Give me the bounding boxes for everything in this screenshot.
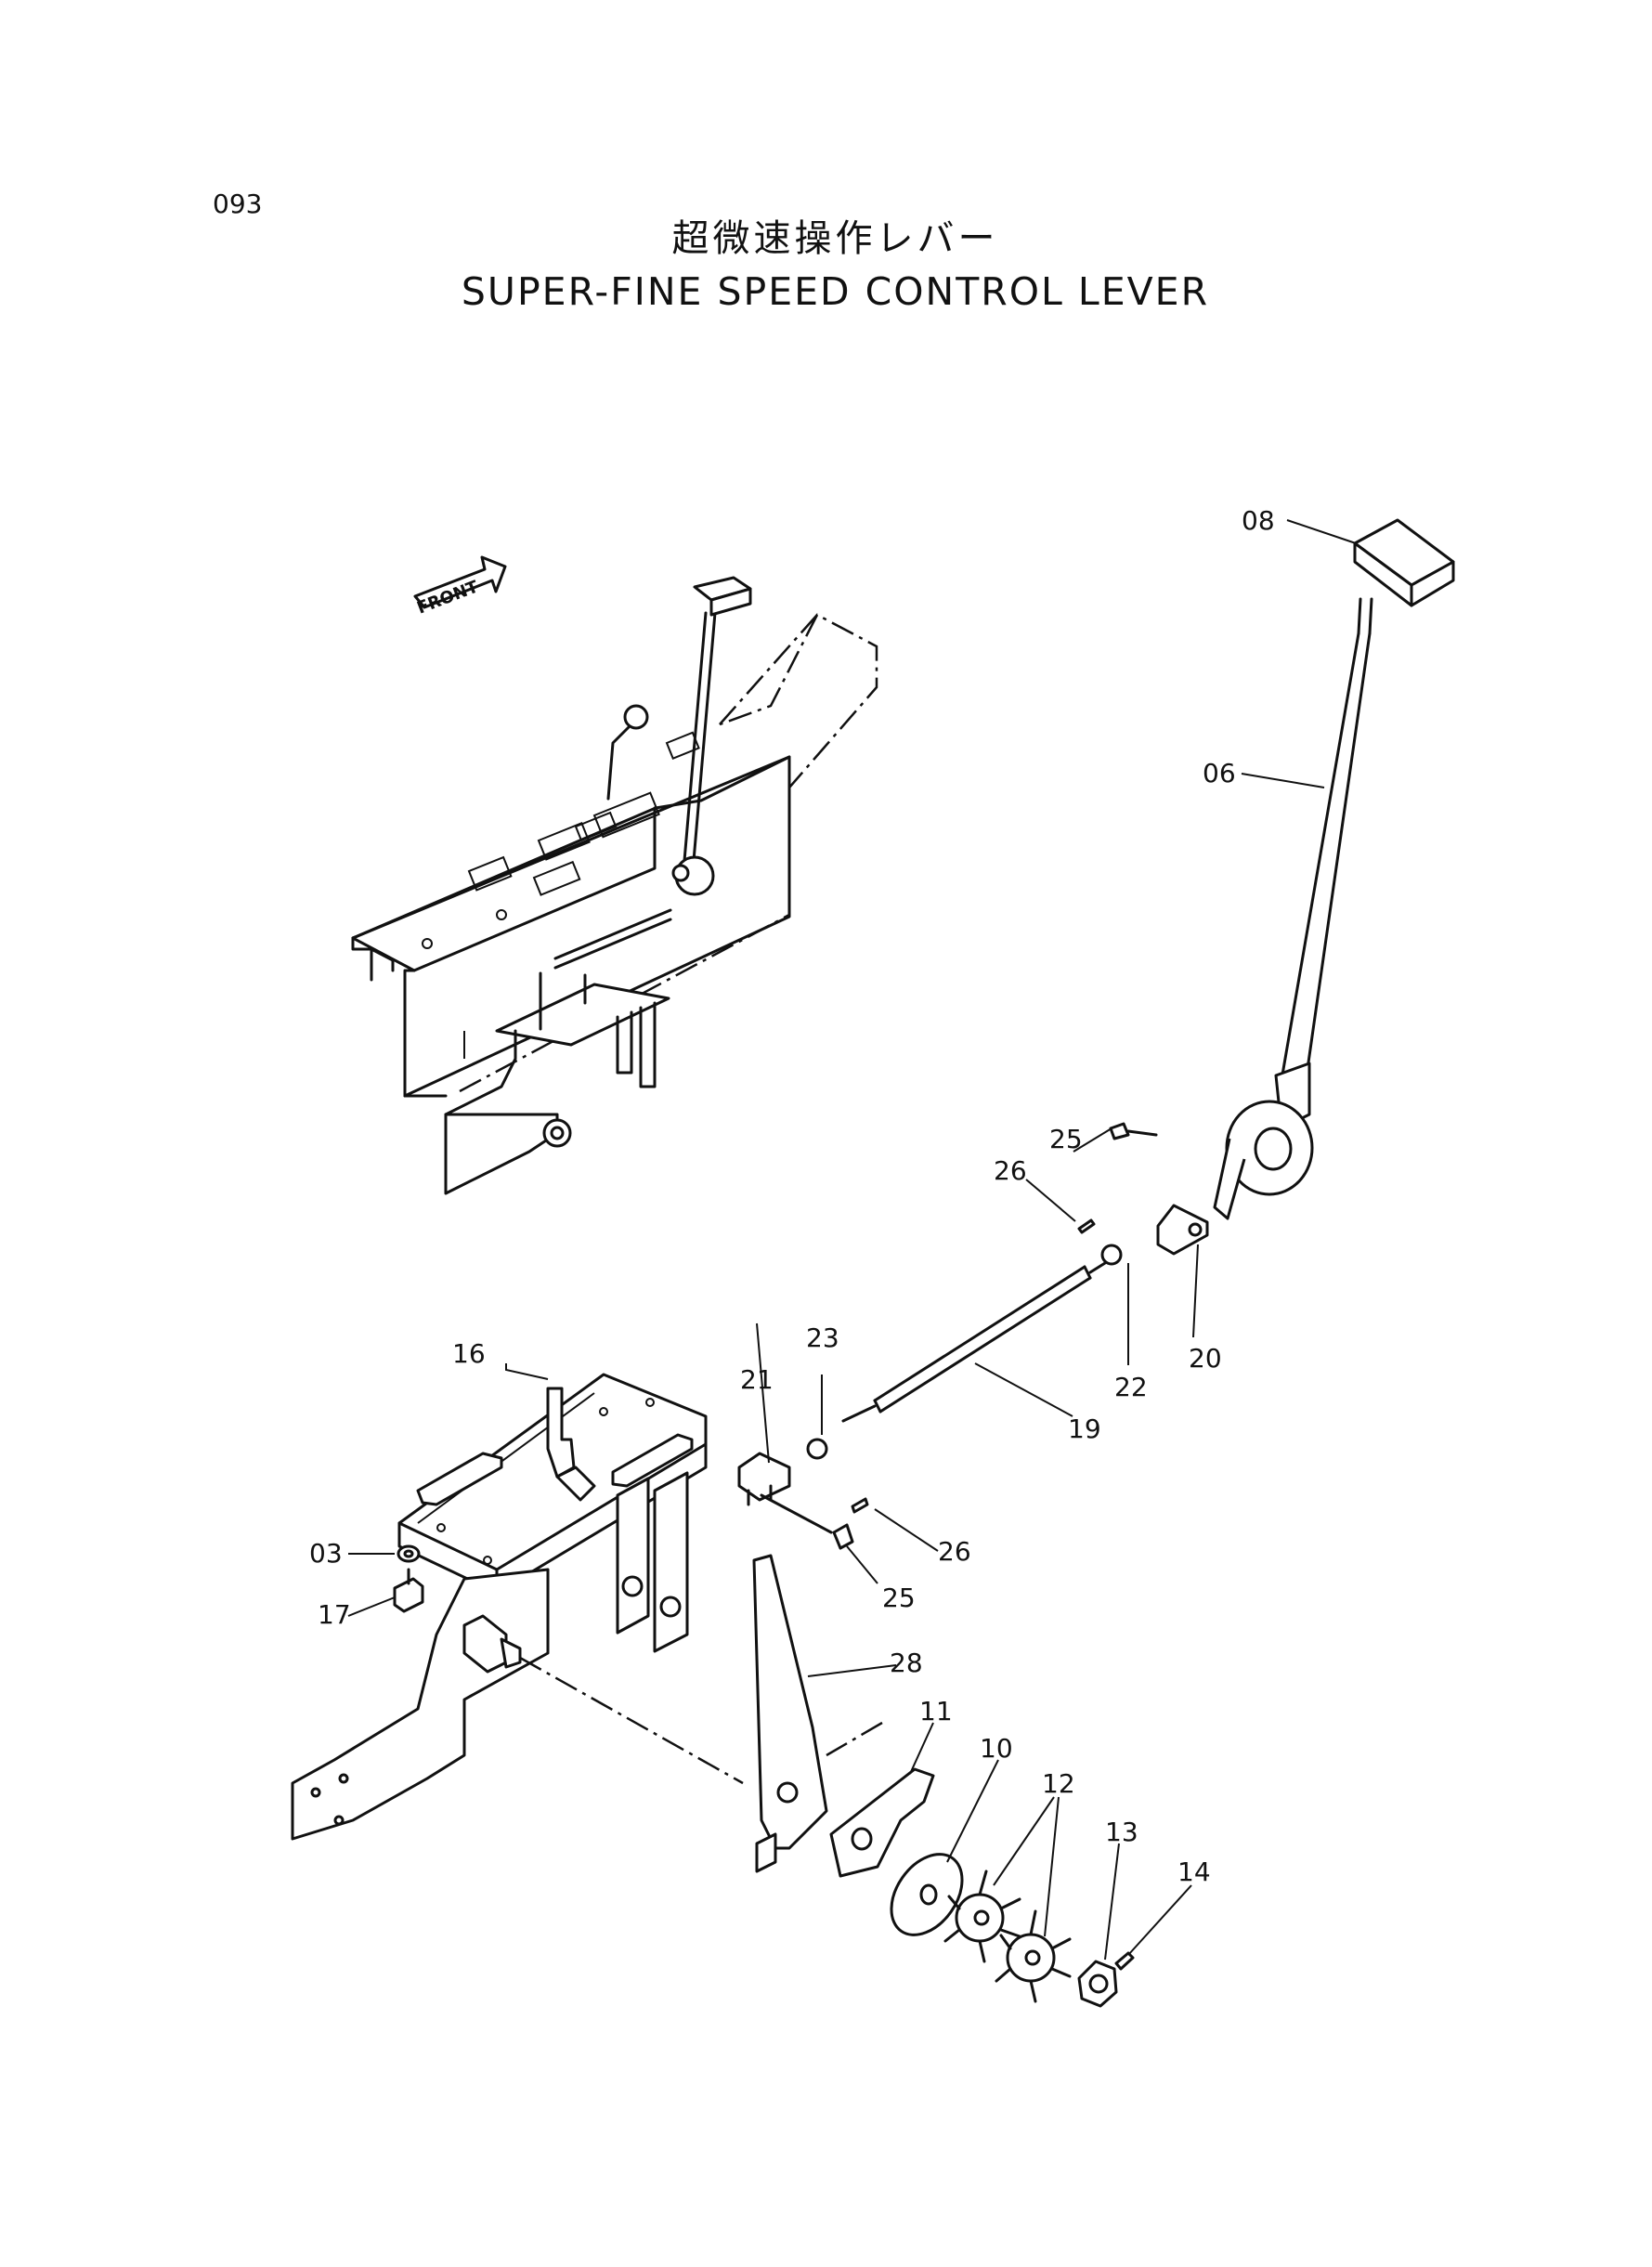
label-21: 21 [740,1364,774,1395]
label-12: 12 [1042,1768,1075,1799]
plate-11 [829,1767,935,1878]
label-26-lower: 26 [938,1536,971,1567]
arm-28 [752,1554,828,1873]
title-japanese: 超微速操作レバー [671,217,999,260]
label-19: 19 [1068,1414,1101,1444]
part-labels: 08 06 25 26 20 22 16 23 21 19 03 26 17 2… [309,505,1275,1887]
label-26-upper: 26 [994,1155,1027,1186]
label-14: 14 [1177,1857,1211,1887]
label-25-upper: 25 [1049,1124,1083,1154]
lock-washer-12b [995,1909,1072,2003]
title-english: SUPER-FINE SPEED CONTROL LEVER [461,269,1210,314]
center-line [519,1656,744,1785]
washer-10 [890,1853,964,1936]
label-03: 03 [309,1538,343,1569]
label-25-lower: 25 [882,1583,916,1613]
washer-03 [397,1544,421,1563]
label-17: 17 [318,1599,351,1630]
center-line-2 [826,1721,883,1757]
label-22: 22 [1114,1372,1148,1402]
label-08: 08 [1242,505,1275,536]
label-16: 16 [452,1338,486,1369]
nut-13 [1077,1960,1118,2008]
front-arrow-icon: FRONT [413,555,507,619]
label-23: 23 [806,1322,839,1353]
bolt-17 [393,1568,424,1613]
rod-assembly [737,1122,1209,1550]
lock-washer-12a [943,1870,1021,1963]
control-lever-06 [1213,518,1455,1220]
page-number: 093 [213,189,263,219]
label-10: 10 [980,1733,1013,1764]
label-13: 13 [1105,1817,1138,1847]
label-06: 06 [1203,758,1236,788]
leader-lines [347,519,1357,1961]
cotter-pin-14 [1114,1951,1135,1971]
bracket-16 [291,1373,708,1841]
overview-assembly: FRONT [351,555,878,1195]
label-11: 11 [919,1696,953,1726]
label-28: 28 [890,1648,923,1678]
label-20: 20 [1189,1343,1222,1374]
